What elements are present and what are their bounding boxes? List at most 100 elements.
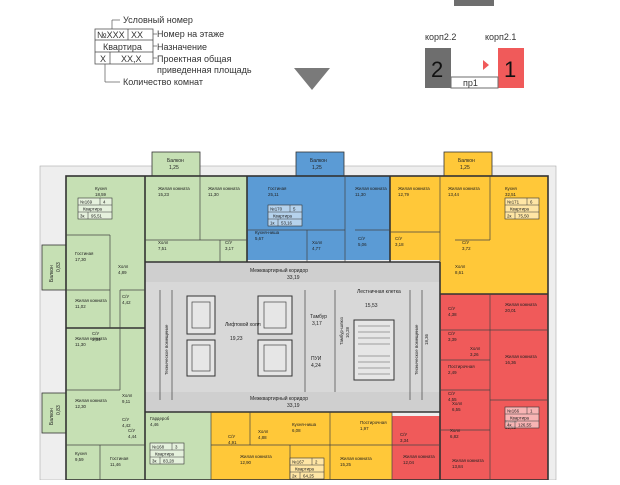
- room-name: Жилая комната: [398, 186, 430, 191]
- room-area: 12,30: [75, 404, 87, 409]
- room-name: Кухня: [75, 451, 87, 456]
- room-area: 18,59: [95, 192, 107, 197]
- room-area: 16,36: [505, 360, 517, 365]
- balcony-labels: Балкон 1,25 Балкон 1,25 Балкон 1,25 Балк…: [49, 158, 475, 425]
- room-name: Жилая комната: [505, 302, 537, 307]
- room-area: 9,11: [122, 399, 131, 404]
- room-name: Кухня: [505, 186, 517, 191]
- room-area: 11,02: [75, 304, 86, 309]
- apartment-type: Квартира: [83, 207, 103, 212]
- apartment-area: 83,28: [163, 459, 175, 464]
- balcony-3-label: Балкон: [458, 158, 475, 164]
- room-name: Кухня: [95, 186, 107, 191]
- room-area: 3,34: [400, 438, 409, 443]
- room-name: Жилая комната: [158, 186, 190, 191]
- room-area: 4,55: [448, 397, 457, 402]
- room-area: 20,01: [505, 308, 517, 313]
- apartment-rooms: 3к: [80, 214, 84, 219]
- pui-name: ПУИ: [311, 356, 322, 362]
- tech-right-label: Техническое помещение: [414, 324, 419, 375]
- buildings-key: корп2.2 корп2.1 2 1 пр1: [425, 32, 524, 89]
- room-name: С/У: [225, 240, 232, 245]
- room-area: 25,11: [268, 192, 279, 197]
- legend-sample-id: №XXX: [97, 30, 125, 40]
- room-name: Холл: [258, 429, 269, 434]
- legend: Условный номер Номер на этаже Назначение…: [94, 15, 252, 87]
- room-area: 13,84: [452, 464, 464, 469]
- room-area: 12,90: [240, 460, 252, 465]
- room-area: 11,30: [208, 192, 219, 197]
- room-name: Холл: [312, 240, 323, 245]
- room-area: 15,23: [158, 192, 170, 197]
- legend-design-area: Проектная общая: [157, 54, 232, 64]
- room-area: 9,59: [75, 457, 84, 462]
- room-name: Кухня-ниша: [255, 230, 280, 235]
- room-name: С/У: [128, 428, 135, 433]
- room-area: 7,51: [158, 246, 167, 251]
- building-right-block: [498, 48, 524, 88]
- legend-sample-type: Квартира: [103, 42, 142, 52]
- lift-hall-area: 19,23: [230, 336, 243, 342]
- apartment-rooms: 3к: [152, 459, 156, 464]
- direction-triangle-icon: [294, 68, 330, 90]
- room-area: 8,61: [455, 270, 464, 275]
- room-name: Холл: [122, 393, 133, 398]
- balcony-2: [295, 151, 345, 177]
- apartment-type: Квартира: [155, 452, 175, 457]
- balcony-4-area: 0,83: [56, 262, 62, 272]
- tambour-lock-name: Тамбур-шлюз: [339, 317, 344, 345]
- room-name: Жилая комната: [75, 398, 107, 403]
- room-name: Жилая комната: [403, 454, 435, 459]
- apartment-floor: 6: [530, 200, 533, 205]
- room-name: Холл: [455, 264, 466, 269]
- building-right-number: 1: [504, 57, 516, 82]
- apartment-area: 75,50: [518, 214, 530, 219]
- room-name: Жилая комната: [75, 298, 107, 303]
- room-area: 12,04: [403, 460, 415, 465]
- room-name: Гардероб: [150, 416, 170, 421]
- building-right-label: корп2.1: [485, 32, 516, 42]
- room-area: 3,72: [462, 246, 471, 251]
- tambour-lock-area: 10,28: [345, 326, 350, 338]
- balcony-4-label: Балкон: [49, 265, 55, 282]
- apartment-id: №167: [292, 460, 305, 465]
- room-area: 4,46: [150, 422, 159, 427]
- legend-sample-rooms: X: [100, 54, 106, 64]
- room-area: 12,79: [398, 192, 410, 197]
- apartment-rooms: 2к: [507, 214, 511, 219]
- apartment-166-area[interactable]: [440, 294, 548, 480]
- room-name: С/У: [92, 331, 99, 336]
- room-name: Жилая комната: [340, 456, 372, 461]
- apartment-type: Квартира: [295, 467, 315, 472]
- room-area: 4,88: [258, 435, 267, 440]
- balcony-1: [151, 151, 201, 177]
- balcony-3-area: 1,25: [460, 165, 470, 171]
- room-area: 3,39: [448, 337, 457, 342]
- room-name: Жилая комната: [448, 186, 480, 191]
- room-area: 4,44: [128, 434, 137, 439]
- room-name: С/У: [228, 434, 235, 439]
- apartment-rooms: 1к: [270, 221, 274, 226]
- apartment-168-area[interactable]: [66, 328, 145, 480]
- room-area: 17,30: [75, 257, 87, 262]
- apartment-169-rooms[interactable]: [145, 176, 247, 240]
- room-name: Постирочная: [360, 420, 387, 425]
- room-area: 15,25: [340, 462, 352, 467]
- balcony-1-area: 1,25: [169, 165, 179, 171]
- legend-sample-box: [94, 28, 154, 65]
- legend-floor-number: Номер на этаже: [157, 29, 224, 39]
- room-area: 3,34: [92, 337, 101, 342]
- apartment-type: Квартира: [510, 207, 530, 212]
- tech-right-area: 18,36: [424, 333, 429, 345]
- room-name: С/У: [448, 306, 455, 311]
- apartment-floor: 2: [315, 460, 318, 465]
- apartment-area: 64,25: [303, 474, 315, 479]
